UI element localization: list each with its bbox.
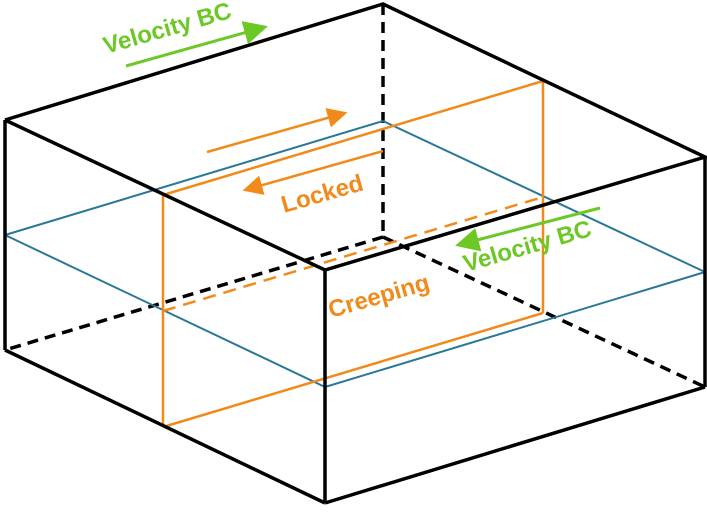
slip-arrows [206, 108, 384, 195]
velocity-arrows [125, 21, 601, 252]
hidden-edge-right [382, 235, 706, 389]
creeping-label: Creeping [325, 269, 432, 324]
fault-plane-bottom [162, 311, 544, 429]
mid-plane-back-left [4, 120, 384, 236]
bottom-right-edge [324, 385, 706, 505]
visible-edges [3, 2, 707, 505]
hidden-edge-left [4, 235, 384, 352]
slip-arrow-right-icon [206, 108, 348, 154]
bottom-left-edge [4, 348, 326, 505]
fault-plane [161, 79, 545, 429]
slip-arrow-left-icon [242, 149, 384, 195]
fault-plane-locking-depth [162, 195, 544, 313]
velocity-arrow-top-icon [125, 21, 268, 68]
velocity-arrow-right-icon [455, 206, 601, 252]
mid-plane-front-right [324, 271, 706, 388]
hidden-edges [4, 4, 706, 389]
fault-plane-top [162, 79, 544, 197]
velocity-bc-label-top: Velocity BC [100, 0, 234, 60]
